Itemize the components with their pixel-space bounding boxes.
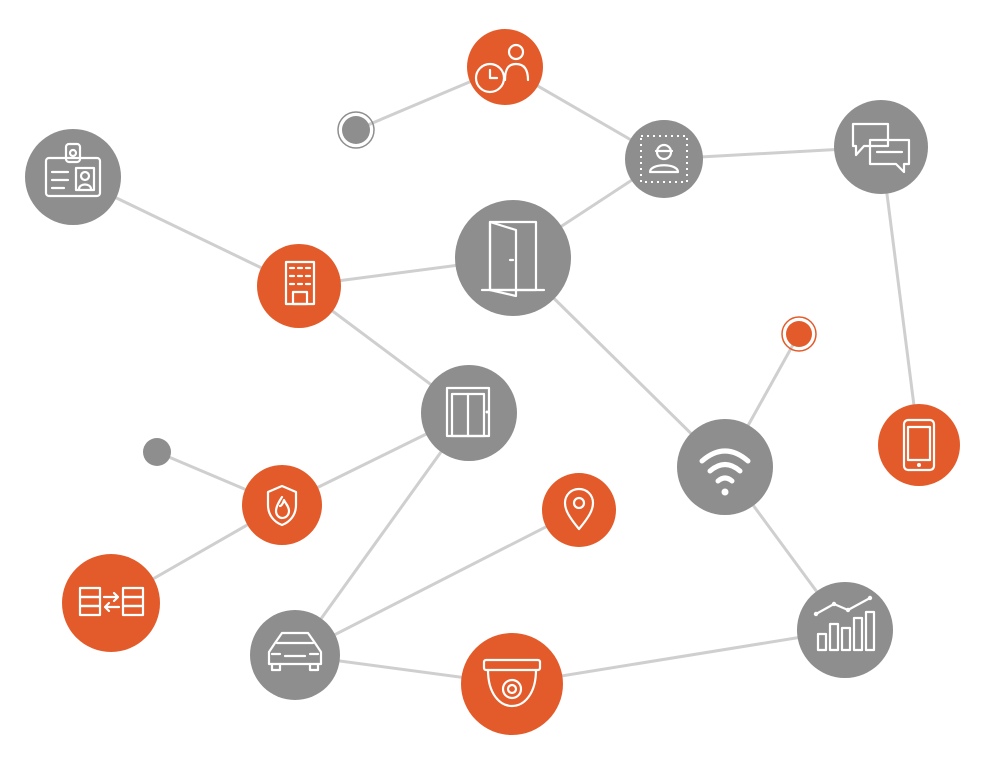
chat-bubbles-icon xyxy=(851,122,911,174)
edge-elevator-car xyxy=(293,411,471,657)
fire-shield-node xyxy=(242,465,322,545)
elevator-node xyxy=(421,365,517,461)
dome-camera-icon xyxy=(482,658,542,708)
analytics-chart-icon xyxy=(813,595,876,652)
building-icon xyxy=(284,260,316,306)
location-pin-icon xyxy=(563,487,595,531)
wifi-node xyxy=(677,419,773,515)
car-icon xyxy=(267,631,323,672)
door-icon xyxy=(480,220,546,298)
face-scan-node xyxy=(625,120,703,198)
wifi-icon xyxy=(699,448,751,496)
chat-node xyxy=(834,100,928,194)
small-gray-node xyxy=(143,438,171,466)
data-transfer-icon xyxy=(78,586,145,617)
door-node xyxy=(455,200,571,316)
clock-user-node xyxy=(467,29,543,105)
id-badge-icon xyxy=(44,142,102,198)
fire-shield-icon xyxy=(266,484,298,527)
face-scan-icon xyxy=(640,135,688,183)
smartphone-icon xyxy=(902,418,936,472)
elevator-icon xyxy=(445,386,491,438)
data-transfer-node xyxy=(62,554,160,652)
car-node xyxy=(250,610,340,700)
clock-user-icon xyxy=(474,43,530,94)
camera-node xyxy=(461,633,563,735)
location-node xyxy=(542,473,616,547)
edge-chat-mobile xyxy=(879,145,921,447)
small-orange-node xyxy=(781,316,817,352)
mobile-node xyxy=(878,404,960,486)
small-gray-node xyxy=(337,111,375,149)
building-node xyxy=(257,244,341,328)
edge-camera-analytics xyxy=(510,628,847,686)
analytics-node xyxy=(797,582,893,678)
node-layer xyxy=(25,29,960,735)
edge-location-car xyxy=(293,508,581,657)
id-badge-node xyxy=(25,129,121,225)
